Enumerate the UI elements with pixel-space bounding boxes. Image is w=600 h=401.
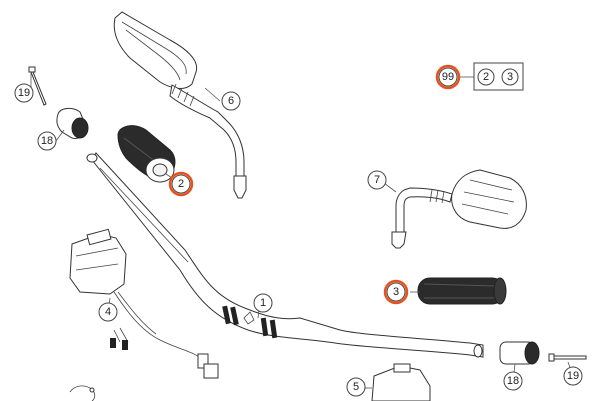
callout-18-left-label: 18 — [41, 135, 53, 147]
callout-19-right: 19 — [563, 366, 583, 386]
kit-item-3: 3 — [501, 68, 519, 86]
callout-99-label: 99 — [442, 71, 454, 83]
callout-99-highlight-ring — [435, 64, 461, 90]
callout-4-label: 4 — [105, 306, 111, 318]
kit-item-2-label: 2 — [483, 71, 489, 83]
handlebar-part — [86, 152, 484, 358]
left-switch-part — [69, 228, 219, 379]
callout-18-right: 18 — [503, 371, 523, 391]
callout-6-label: 6 — [228, 95, 234, 107]
screw-right-part — [548, 353, 587, 362]
right-switch-part — [371, 363, 431, 401]
kit-item-2: 2 — [477, 68, 495, 86]
bar-end-right-part — [499, 341, 540, 365]
callout-18-left: 18 — [37, 131, 57, 151]
callout-18-right-label: 18 — [507, 375, 519, 387]
right-mirror-part — [391, 169, 527, 249]
callout-3-label: 3 — [393, 286, 399, 298]
callout-99: 99 — [435, 64, 461, 90]
callout-5: 5 — [346, 377, 366, 397]
callout-5-label: 5 — [353, 381, 359, 393]
left-grip-part — [117, 125, 176, 183]
right-grip-part — [417, 277, 507, 305]
callout-3-highlight-ring — [383, 279, 409, 305]
screw-left-part — [28, 66, 47, 106]
callout-19-left-label: 19 — [18, 87, 30, 99]
callout-1-label: 1 — [260, 297, 266, 309]
callout-2-highlight-ring — [168, 171, 194, 197]
callout-19-right-label: 19 — [567, 370, 579, 382]
kit-item-3-label: 3 — [507, 71, 513, 83]
bar-end-left-part — [56, 107, 89, 139]
callout-2-label: 2 — [178, 178, 184, 190]
callout-1: 1 — [253, 293, 273, 313]
callout-layer: 19 18 6 2 7 3 1 4 5 18 19 99 2 3 — [14, 64, 583, 397]
callout-2: 2 — [168, 171, 194, 197]
callout-6: 6 — [221, 91, 241, 111]
callout-7: 7 — [367, 170, 387, 190]
callout-7-label: 7 — [374, 174, 380, 186]
callout-19-left: 19 — [14, 83, 34, 103]
callout-3: 3 — [383, 279, 409, 305]
left-mirror-part — [113, 11, 247, 199]
cable-fragment-part — [69, 385, 96, 401]
callout-4: 4 — [98, 302, 118, 322]
